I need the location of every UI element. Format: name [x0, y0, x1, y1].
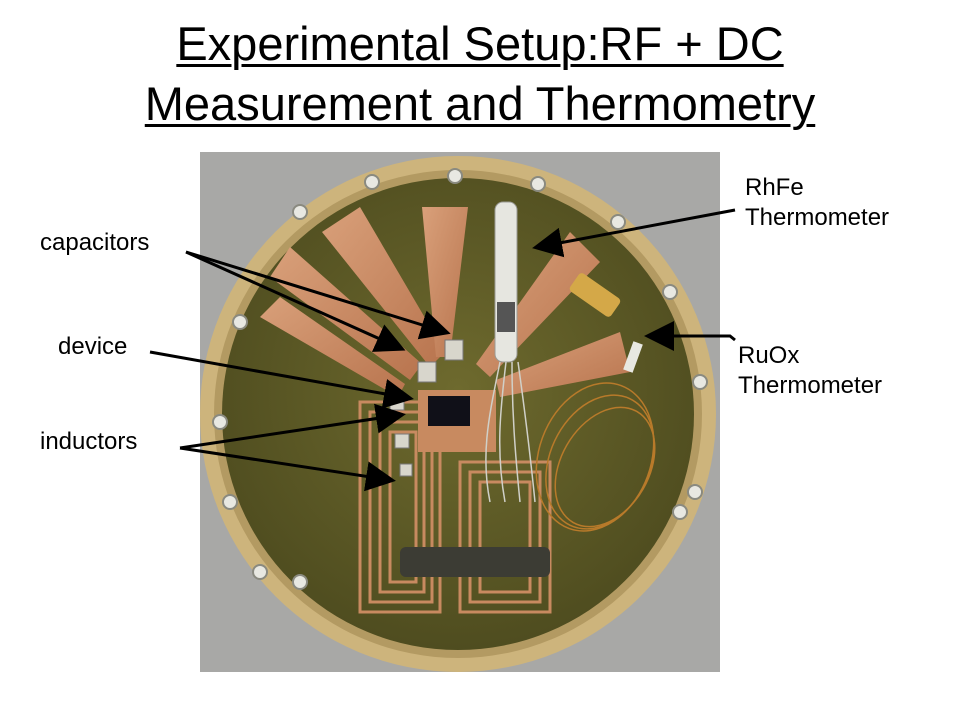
wires	[485, 361, 536, 503]
rhfe-thermometer	[494, 201, 518, 363]
label-rhfe-line-1: RhFe	[745, 174, 804, 201]
label-capacitors: capacitors	[40, 229, 150, 256]
component-strip	[400, 547, 550, 577]
copper-wire-coil	[535, 382, 656, 532]
label-ruox-line-2: Thermometer	[738, 372, 883, 399]
label-device: device	[58, 333, 128, 360]
label-ruox-line-1: RuOx	[738, 342, 800, 369]
label-inductors: inductors	[40, 428, 138, 455]
experimental-setup-photo	[200, 152, 720, 672]
label-ruox-thermometer: RuOx Thermometer	[738, 341, 882, 401]
title-line-2: Measurement and Thermometry	[144, 77, 816, 130]
title-line-1: Experimental Setup:RF + DC	[176, 17, 784, 70]
label-rhfe-line-2: Thermometer	[745, 204, 890, 231]
label-rhfe-thermometer: RhFe Thermometer	[745, 173, 889, 233]
slide-title: Experimental Setup:RF + DC Measurement a…	[0, 14, 960, 134]
device-chip	[428, 396, 470, 426]
ruox-thermometer	[569, 273, 643, 373]
